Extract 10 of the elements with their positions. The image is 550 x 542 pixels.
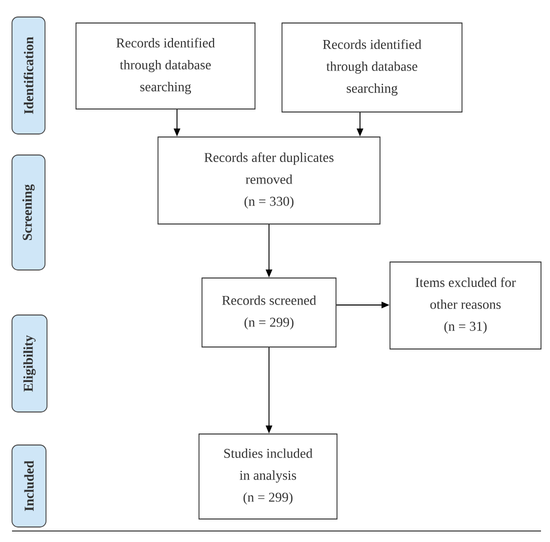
- stage-band: Identification: [12, 16, 46, 134]
- process-box: Records screened (n = 299): [202, 278, 336, 348]
- stage-band: Eligibility: [12, 314, 48, 412]
- process-box: Records identified through database searching: [282, 22, 462, 112]
- stage-band: Included: [12, 444, 46, 528]
- process-box: Records identified through database searching: [76, 22, 256, 110]
- process-box: Studies included in analysis (n = 299): [198, 434, 338, 520]
- stage-band: Screening: [12, 154, 46, 270]
- process-box: Records after duplicates removed (n = 330): [158, 136, 380, 224]
- process-box: Items excluded for other reasons (n = 31): [390, 262, 542, 350]
